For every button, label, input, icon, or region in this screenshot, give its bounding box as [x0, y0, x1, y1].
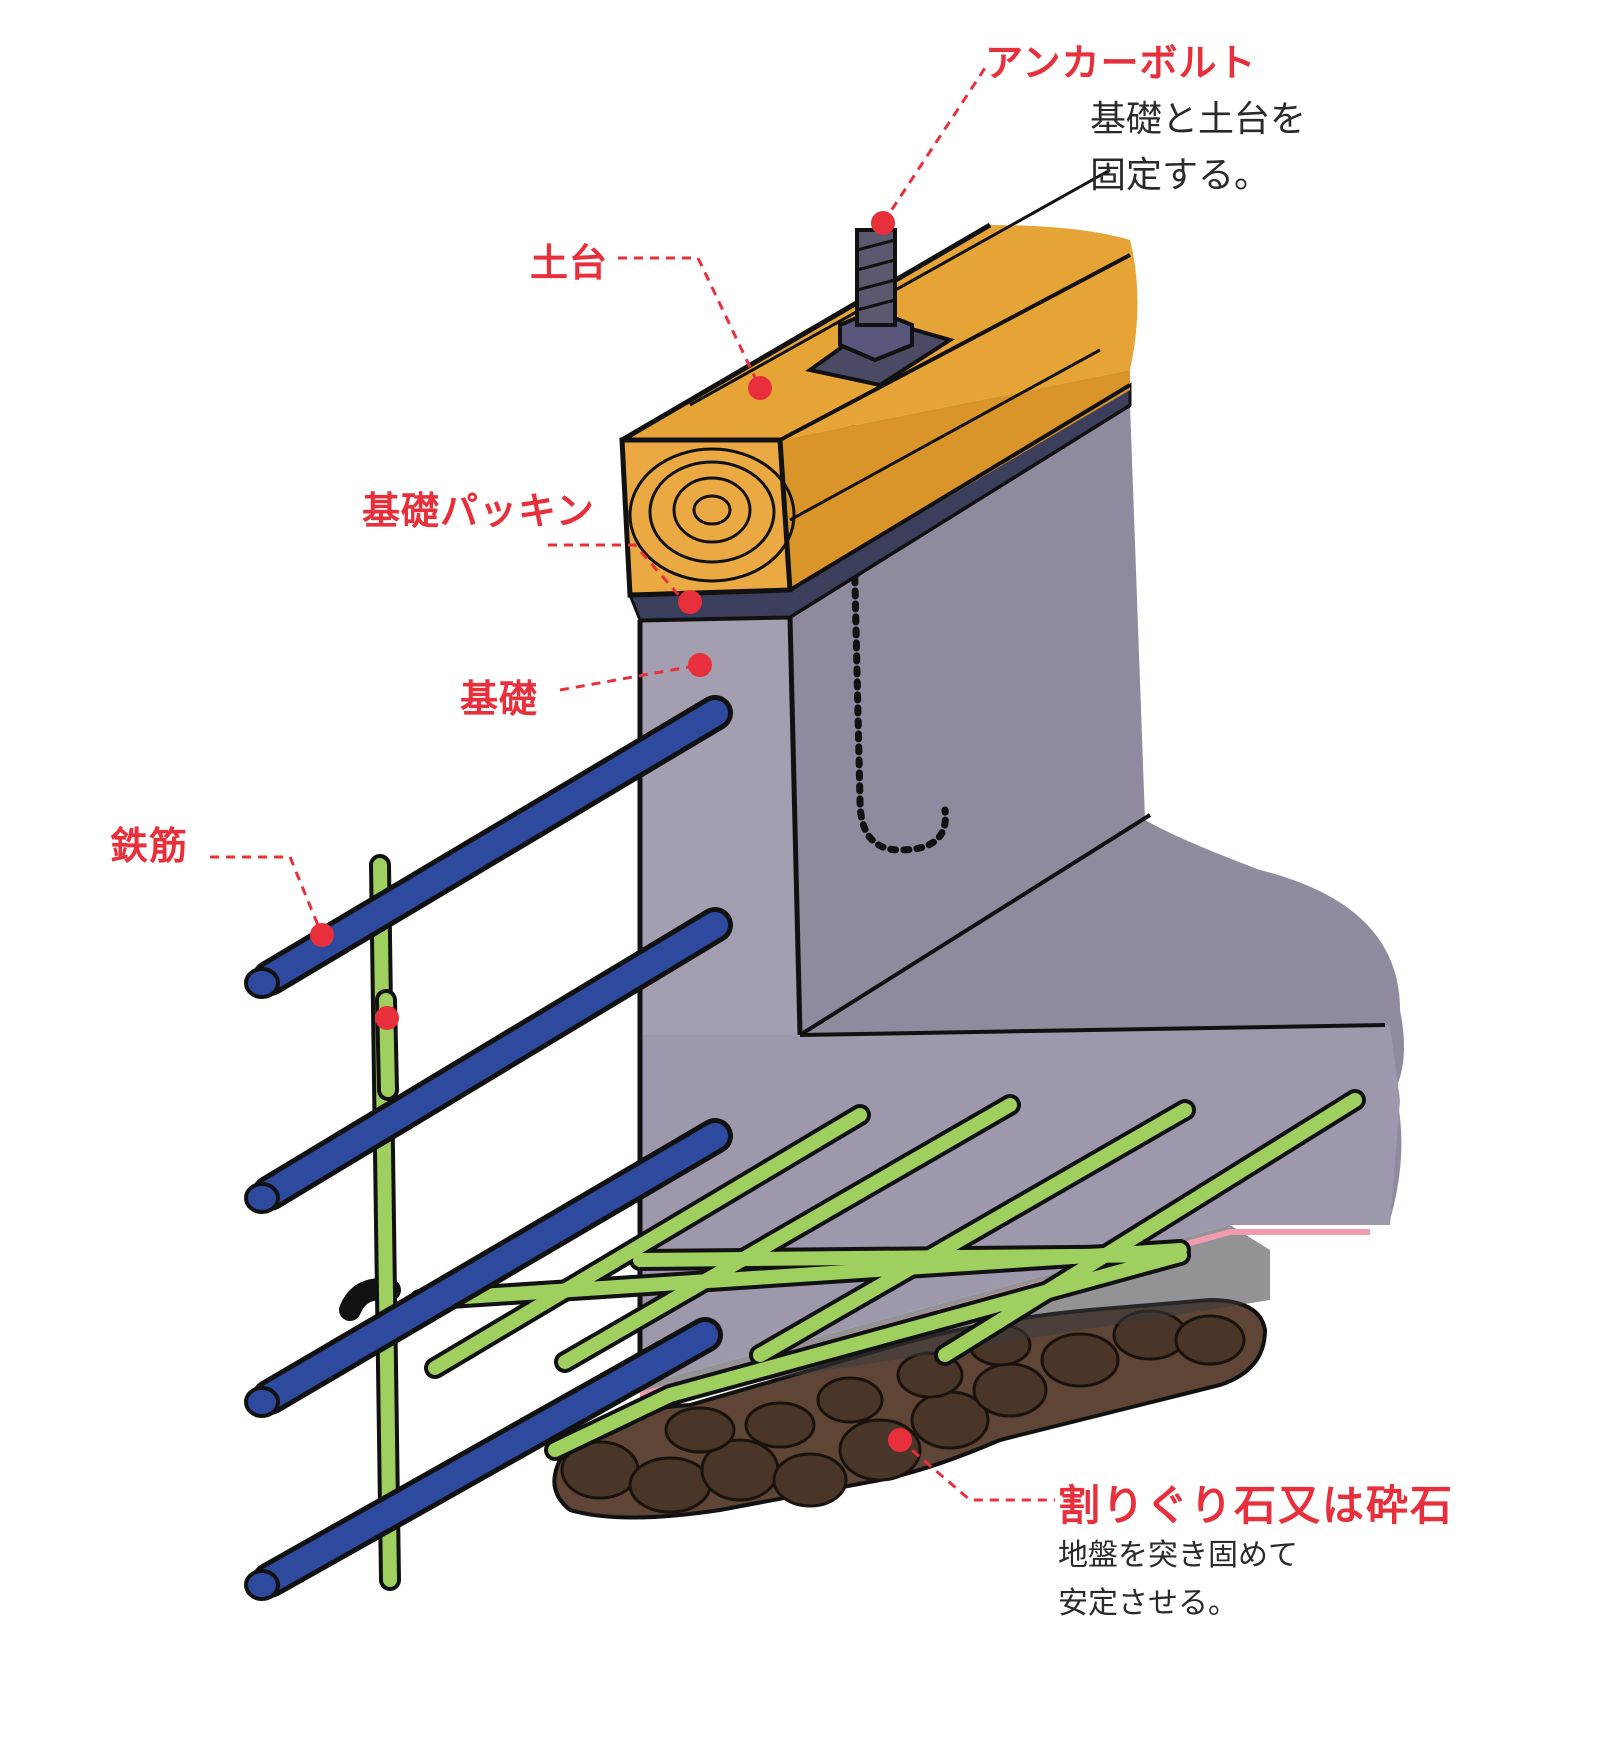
anchor-bolt-note-line-1: 基礎と土台を: [1090, 99, 1307, 140]
leader-lines: [210, 67, 1055, 1502]
anchor-bolt-note-line-2: 固定する。: [1090, 155, 1271, 196]
gravel-note-line-1: 地盤を突き固めて: [1058, 1538, 1298, 1573]
foundation-label: 基礎: [460, 677, 539, 721]
gravel-note-line-2: 安定させる。: [1058, 1586, 1238, 1621]
anchor-bolt-embedded: [846, 366, 949, 854]
marker-dots: [310, 211, 912, 1452]
packing-label: 基礎パッキン: [362, 489, 595, 533]
rebar-label: 鉄筋: [110, 824, 189, 868]
rebar-blue: [244, 695, 733, 1601]
gravel-bed: [552, 1297, 1268, 1520]
rebar-green: [339, 854, 1366, 1591]
gravel-label: 割りぐり石又は砕石: [1058, 1481, 1455, 1530]
anchor-bolt: [805, 228, 955, 388]
anchor-bolt-label: アンカーボルト: [985, 41, 1257, 85]
sill-label: 土台: [530, 241, 609, 285]
